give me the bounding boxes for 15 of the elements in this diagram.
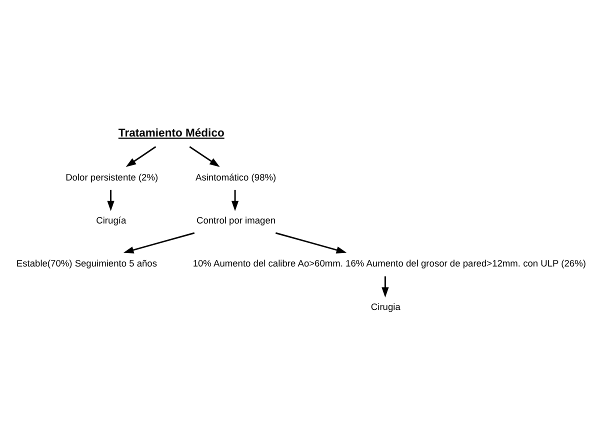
arrow <box>275 232 347 254</box>
node-text: Control por imagen <box>196 215 276 226</box>
node-text: Cirugía <box>96 215 126 226</box>
node-text: Dolor persistente (2%) <box>66 172 158 182</box>
node-text: Estable(70%) Seguimiento 5 años <box>16 258 158 269</box>
arrow <box>231 190 239 212</box>
node-text: Asintomático (98%) <box>196 172 276 182</box>
arrow <box>189 146 220 167</box>
node-text: 10% Aumento del calibre Ao>60mm. 16% Aumento del grosor de pared>12mm. con ULP (26%) <box>192 258 586 269</box>
node-text: Cirugia <box>370 302 400 312</box>
arrow <box>126 146 156 167</box>
arrow <box>123 232 195 254</box>
arrow <box>382 276 389 298</box>
arrow <box>107 190 114 212</box>
node-text: Tratamiento Médico <box>118 128 224 140</box>
